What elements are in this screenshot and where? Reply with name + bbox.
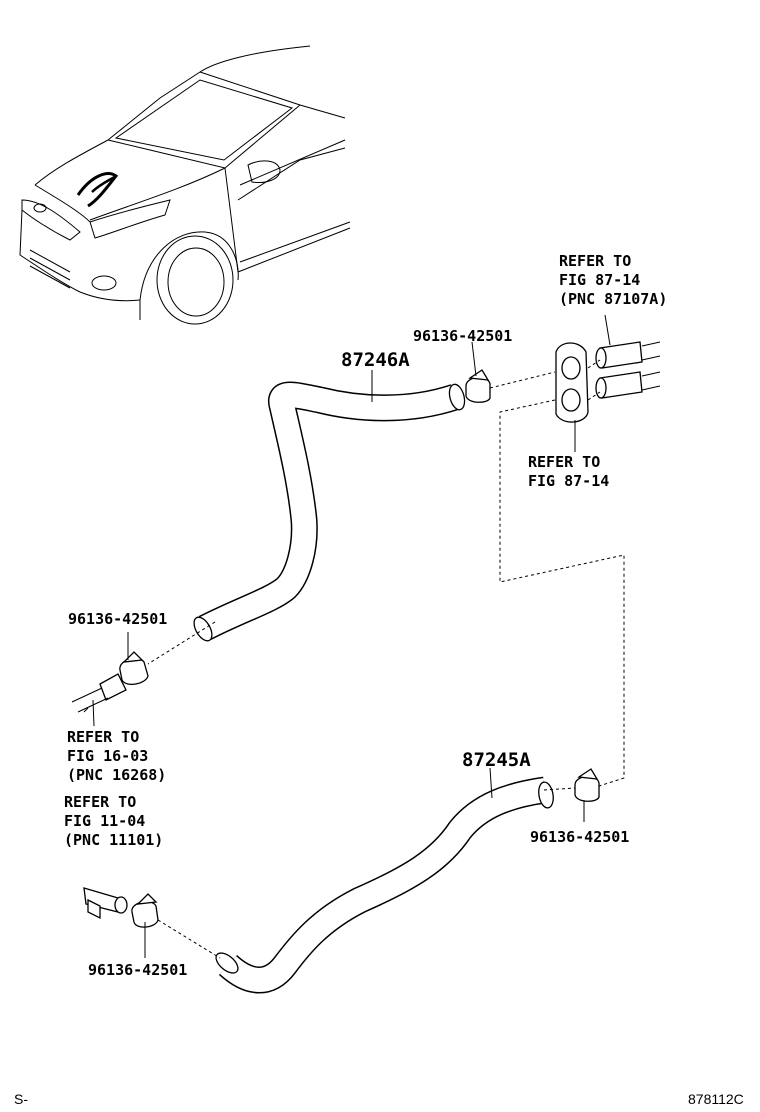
ref-left-lower-line3: (PNC 11101) (64, 831, 163, 849)
car-illustration (19, 45, 351, 325)
part-label-87246a: 87246A (341, 349, 410, 371)
ref-left-middle-line1: REFER TO (67, 728, 139, 746)
ref-top-right-line1: REFER TO (559, 252, 631, 270)
ref-middle-right-line1: REFER TO (528, 453, 600, 471)
pipe-left-middle (71, 673, 127, 713)
clamp-bottom (131, 893, 159, 928)
footer-right: 878112C (688, 1091, 744, 1107)
clamp-label-bottom: 96136-42501 (88, 961, 187, 979)
clamp-label-top: 96136-42501 (413, 327, 512, 345)
footer-left: S- (14, 1091, 28, 1107)
clamp-label-right: 96136-42501 (530, 828, 629, 846)
part-label-87245a: 87245A (462, 749, 531, 771)
ref-top-right-line2: FIG 87-14 (559, 271, 640, 289)
ref-left-lower-line1: REFER TO (64, 793, 136, 811)
ref-top-right-line3: (PNC 87107A) (559, 290, 667, 308)
ref-left-middle-line2: FIG 16-03 (67, 747, 148, 765)
ref-middle-right-line2: FIG 87-14 (528, 472, 609, 490)
clamp-label-left: 96136-42501 (68, 610, 167, 628)
heater-pipes (595, 341, 661, 399)
clamp-right (574, 768, 600, 802)
clamp-top (465, 369, 491, 403)
hose-87246a (193, 381, 466, 642)
clamp-left (119, 651, 149, 686)
ref-left-middle-line3: (PNC 16268) (67, 766, 166, 784)
pipe-left-lower (83, 887, 128, 920)
dashed-guides (147, 359, 625, 959)
grommet (555, 342, 589, 423)
ref-left-lower-line2: FIG 11-04 (64, 812, 145, 830)
hose-87245a (215, 776, 554, 994)
leader-lines (92, 314, 611, 958)
